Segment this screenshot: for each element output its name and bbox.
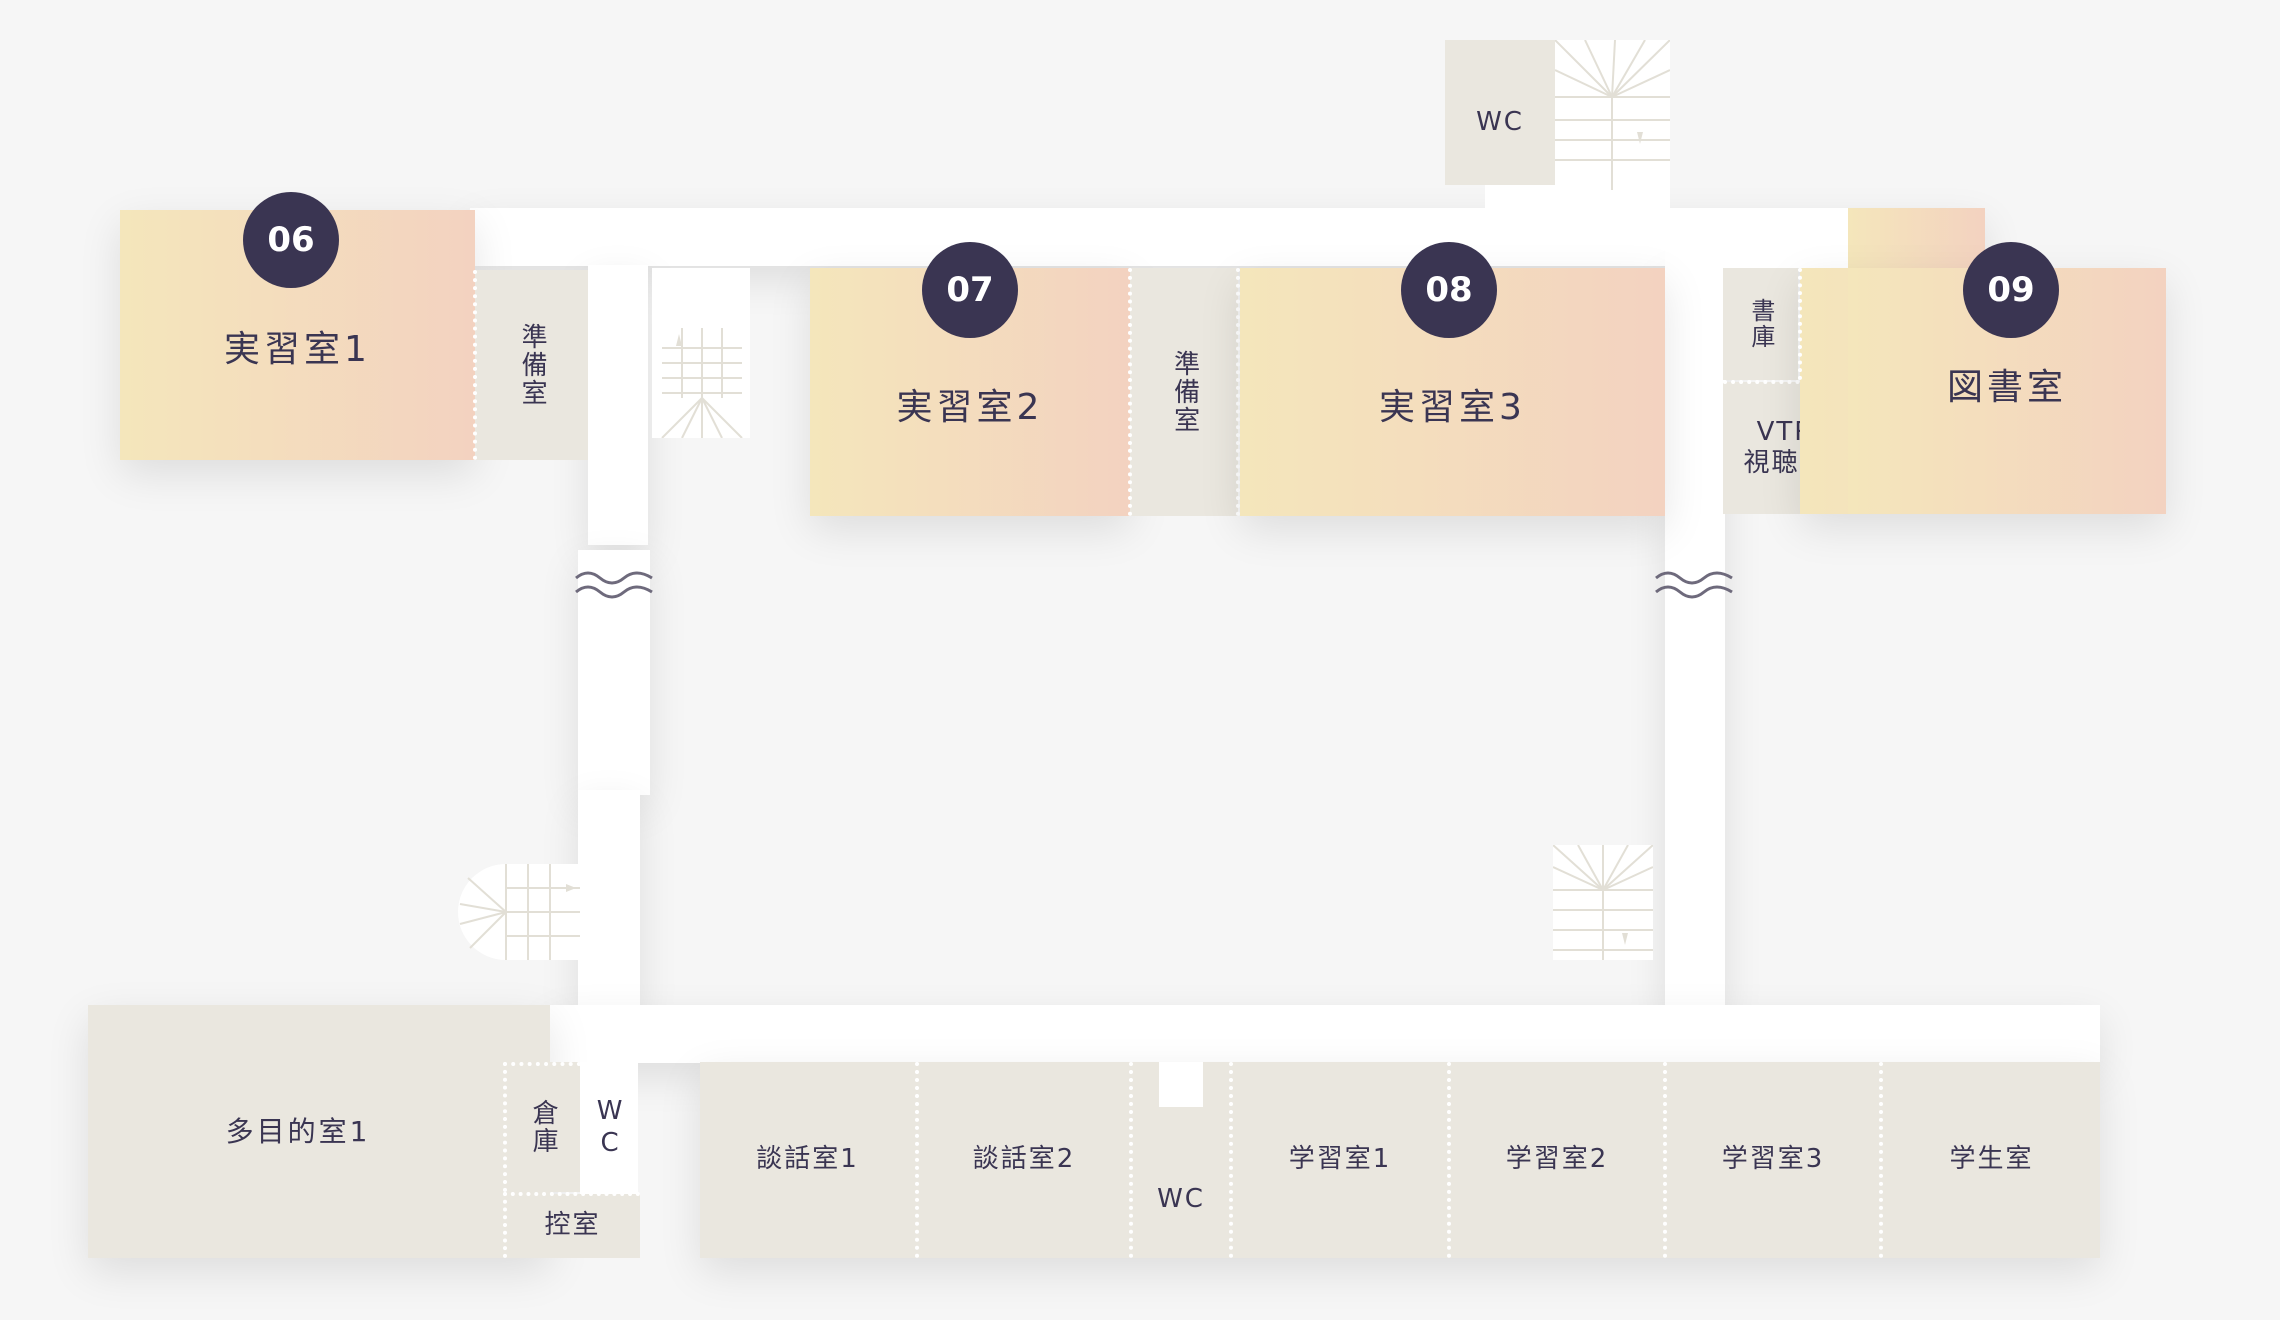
prep-room-2-label: 準備室 xyxy=(1169,350,1200,434)
study-room-3-label: 学習室3 xyxy=(1721,1144,1825,1175)
room-06-number-badge[interactable]: 06 xyxy=(243,192,339,288)
divider xyxy=(503,1192,507,1258)
divider xyxy=(473,270,477,460)
room-07-label: 実習室2 xyxy=(896,387,1044,429)
study-room-2[interactable]: 学習室2 xyxy=(1451,1062,1663,1258)
prep-room-1: 準備室 xyxy=(475,270,588,460)
divider xyxy=(1128,268,1132,516)
wc-lower-notch xyxy=(1159,1062,1203,1107)
student-room-label: 学生室 xyxy=(1949,1144,2034,1175)
multipurpose-room-1[interactable]: 多目的室1 xyxy=(88,1005,550,1258)
corridor-right-top xyxy=(1485,185,1670,215)
corridor-top-left-link xyxy=(470,208,750,266)
wc-vertical: WC xyxy=(580,1062,638,1194)
room-06-label: 実習室1 xyxy=(224,329,371,371)
multipurpose-room-1-label: 多目的室1 xyxy=(225,1114,371,1148)
student-room[interactable]: 学生室 xyxy=(1883,1062,2100,1258)
divider xyxy=(1229,1062,1233,1258)
storage-room-label: 倉庫 xyxy=(528,1099,559,1155)
wave-break-icon xyxy=(1655,571,1733,599)
study-room-1[interactable]: 学習室1 xyxy=(1233,1062,1447,1258)
room-07-number-badge[interactable]: 07 xyxy=(922,242,1018,338)
corridor-left-lower xyxy=(578,790,640,1010)
staircase-icon xyxy=(1555,40,1670,190)
study-room-1-label: 学習室1 xyxy=(1288,1144,1392,1175)
room-09-upper xyxy=(1848,208,1985,270)
room-09-label-overlay: 図書室 xyxy=(1946,367,2067,409)
staircase-icon xyxy=(1553,845,1653,960)
book-storage: 書庫 xyxy=(1723,268,1798,380)
study-room-2-label: 学習室2 xyxy=(1505,1144,1609,1175)
corridor-left-mid xyxy=(578,550,650,795)
divider xyxy=(503,1062,581,1066)
divider xyxy=(1236,268,1240,516)
corridor-left-upper xyxy=(588,265,648,545)
book-storage-label: 書庫 xyxy=(1746,298,1775,350)
wc-lower-label: WC xyxy=(1157,1184,1205,1215)
lounge-2-label: 談話室2 xyxy=(972,1144,1076,1175)
divider xyxy=(1663,1062,1667,1258)
divider xyxy=(1879,1062,1883,1258)
divider xyxy=(503,1062,507,1192)
lounge-1-label: 談話室1 xyxy=(756,1144,859,1175)
divider xyxy=(1798,268,1802,380)
staircase-icon xyxy=(458,864,580,960)
corridor-bottom xyxy=(550,1005,2100,1063)
room-08-label: 実習室3 xyxy=(1379,387,1526,429)
prep-room-2: 準備室 xyxy=(1130,268,1238,516)
room-09-number-badge[interactable]: 09 xyxy=(1963,242,2059,338)
wc-top-label: WC xyxy=(1476,106,1524,137)
study-room-3[interactable]: 学習室3 xyxy=(1667,1062,1879,1258)
divider xyxy=(1129,1062,1133,1258)
corridor-right xyxy=(1665,265,1725,1010)
divider xyxy=(1723,380,1848,384)
lounge-2[interactable]: 談話室2 xyxy=(919,1062,1129,1258)
waiting-room: 控室 xyxy=(505,1194,640,1258)
divider xyxy=(503,1192,640,1196)
wave-break-icon xyxy=(575,571,653,599)
room-08-number-badge[interactable]: 08 xyxy=(1401,242,1497,338)
lounge-1[interactable]: 談話室1 xyxy=(700,1062,915,1258)
divider xyxy=(1447,1062,1451,1258)
staircase-icon xyxy=(652,268,750,438)
waiting-room-label: 控室 xyxy=(544,1210,601,1241)
wc-lower: WC xyxy=(1133,1062,1229,1258)
storage-room: 倉庫 xyxy=(505,1062,580,1192)
divider xyxy=(915,1062,919,1258)
wc-top: WC xyxy=(1445,40,1555,185)
wc-vertical-label: WC xyxy=(594,1096,625,1160)
prep-room-1-label: 準備室 xyxy=(517,323,548,407)
